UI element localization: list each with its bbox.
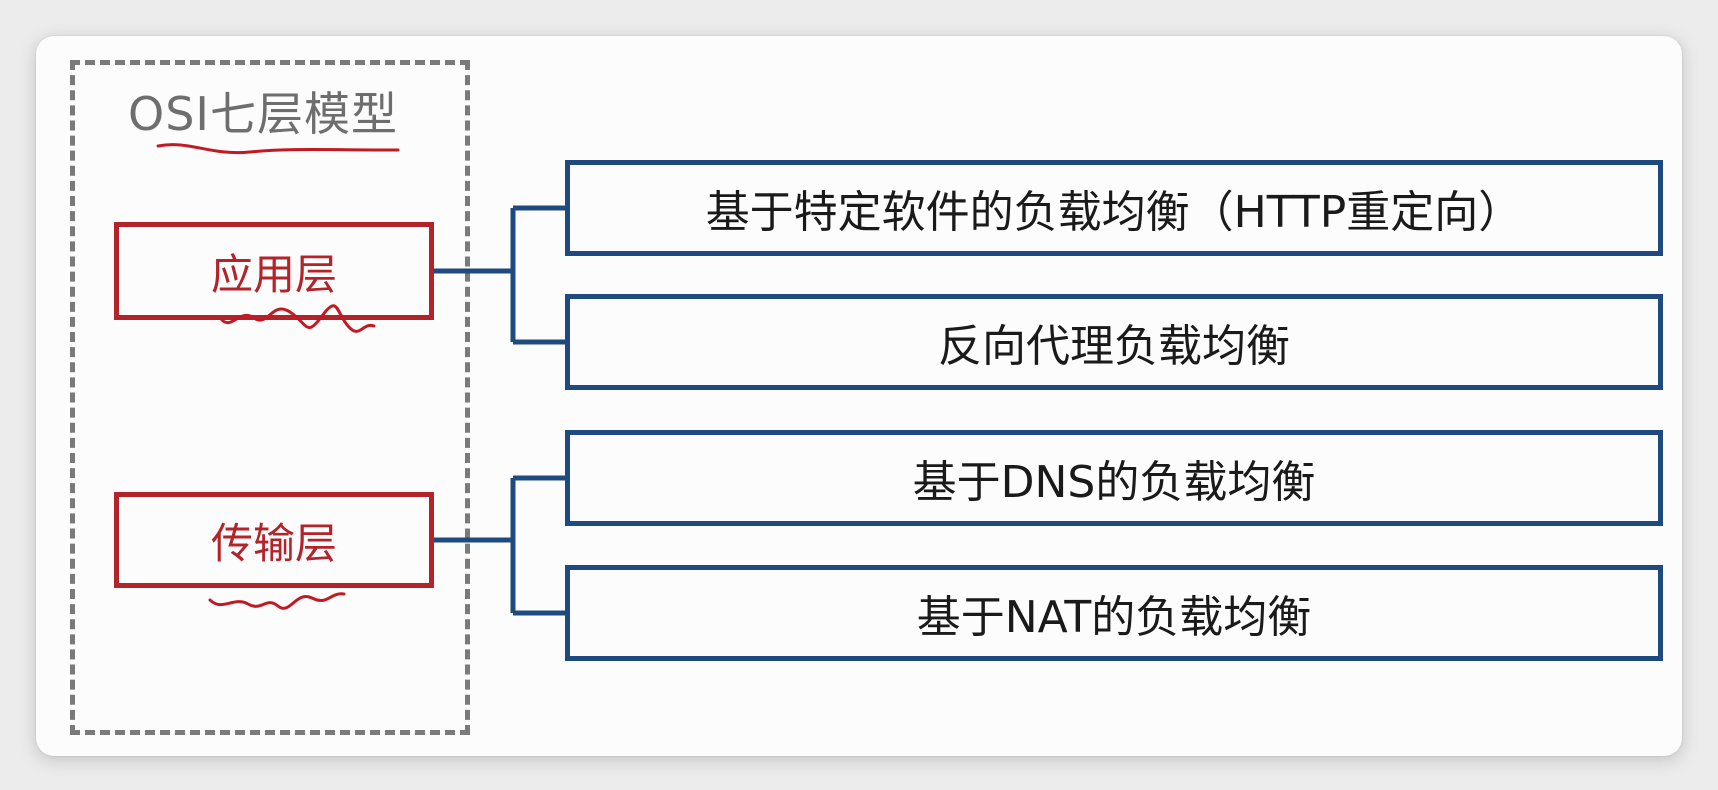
method-nat: 基于NAT的负载均衡 [565,565,1663,661]
osi-model-frame [70,60,470,735]
method-http-redirect: 基于特定软件的负载均衡（HTTP重定向） [565,160,1663,256]
layer-application: 应用层 [114,222,434,320]
method-dns: 基于DNS的负载均衡 [565,430,1663,526]
layer-transport: 传输层 [114,492,434,588]
method-reverse-proxy: 反向代理负载均衡 [565,294,1663,390]
osi-model-title: OSI七层模型 [128,87,398,141]
